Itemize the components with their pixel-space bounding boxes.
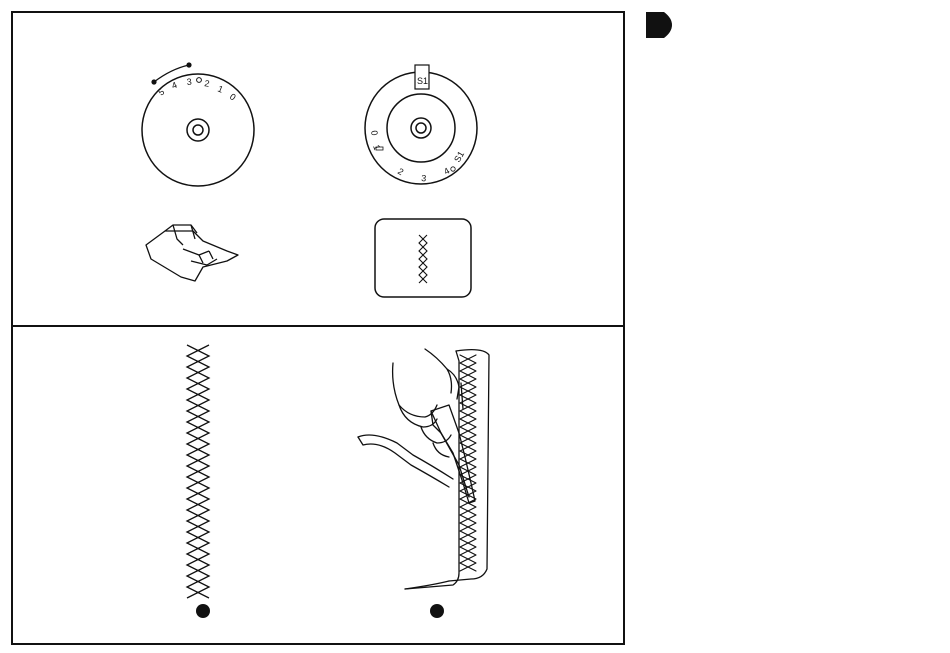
step-bullet-right [430,604,444,618]
dial-pointer-icon [154,65,189,82]
tension-dial: 5 4 3 2 1 0 [142,62,254,186]
selected-setting-label: S1 [417,76,428,86]
tension-number-4: 4 [170,80,178,91]
stitch-length-number-0: 0 [369,130,380,137]
stitch-length-number-s1: S1 [452,149,466,164]
illustration-canvas: 5 4 3 2 1 0 S1 0 1 2 3 4 S1 [13,13,623,643]
tension-number-1: 1 [216,84,224,95]
stitch-length-number-4: 4 [442,166,451,177]
trimming-seam-illustration [358,349,489,589]
tension-number-0: 0 [228,91,238,102]
finished-stitch-sample [187,345,209,598]
tension-number-2: 2 [204,78,211,89]
black-tab-marker-icon [646,12,672,38]
zigzag-presser-foot-icon [146,225,238,281]
tension-number-5: 5 [156,87,166,98]
overlock-stitch-pattern-icon [375,219,471,297]
step-bullet-left [196,604,210,618]
stitch-length-number-2: 2 [396,166,405,177]
stitch-length-number-3: 3 [421,173,427,183]
tension-number-3: 3 [186,77,192,87]
instruction-illustration-frame: 5 4 3 2 1 0 S1 0 1 2 3 4 S1 [11,11,625,645]
stitch-length-dial: S1 0 1 2 3 4 S1 [365,65,477,184]
